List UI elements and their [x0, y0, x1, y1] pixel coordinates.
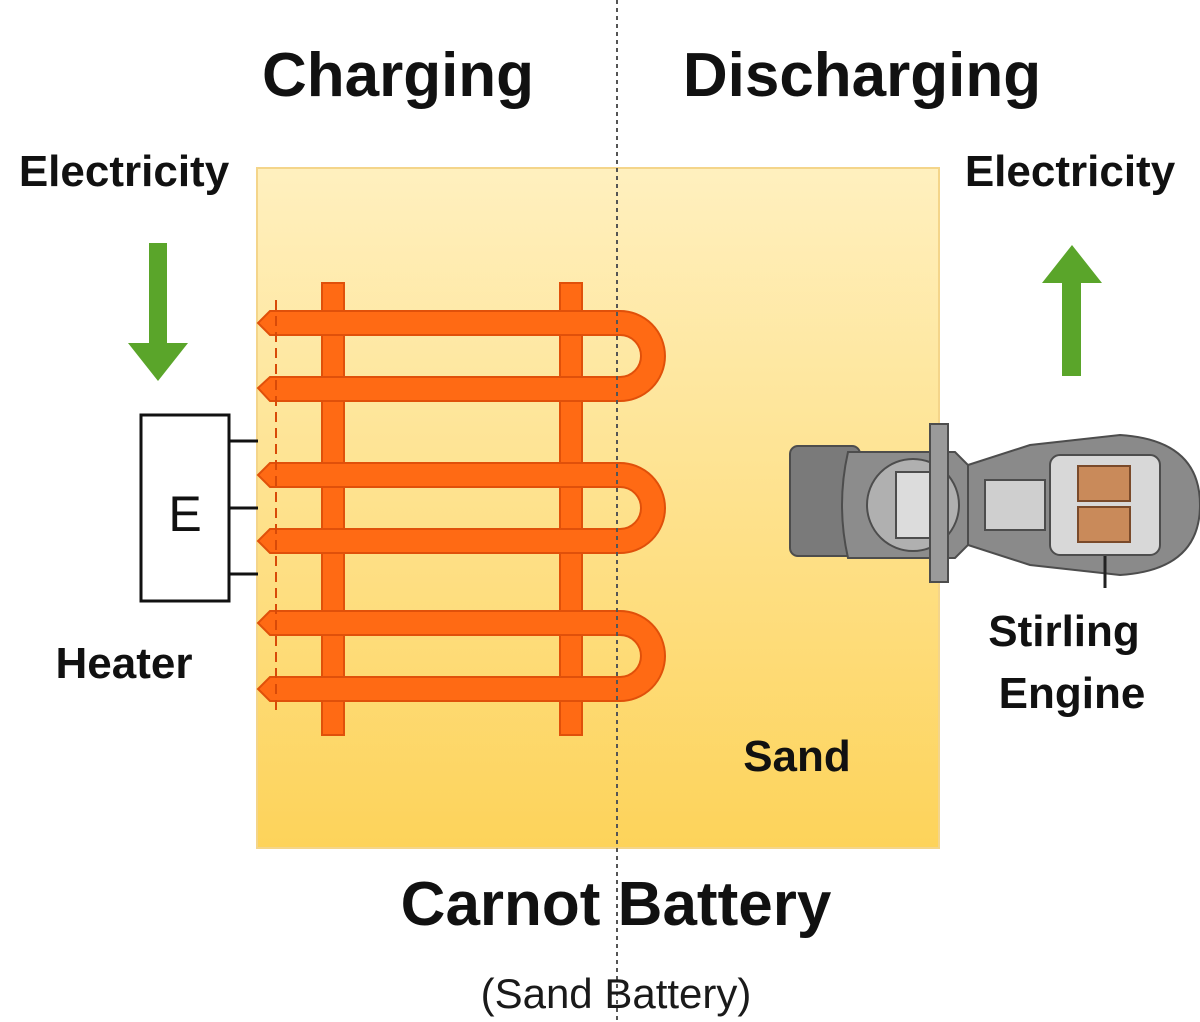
- heater-symbol: E: [168, 486, 201, 542]
- charging-label: Charging: [262, 41, 534, 110]
- heater-connectors: [229, 439, 258, 576]
- heater-label: Heater: [56, 639, 193, 688]
- arrow-up-icon: [1042, 245, 1102, 376]
- diagram-title: Carnot Battery: [401, 870, 832, 939]
- heater-box: [139, 413, 231, 603]
- pipe-loop-bottom: [256, 610, 666, 702]
- pipe-support-left: [321, 282, 345, 736]
- discharging-label: Discharging: [683, 41, 1041, 110]
- pipe-loop-middle: [256, 462, 666, 554]
- heating-pipes: [256, 282, 666, 736]
- electricity-in-label: Electricity: [19, 147, 230, 196]
- electricity-out-label: Electricity: [965, 147, 1176, 196]
- stirling-engine-icon: [789, 423, 1200, 588]
- pipe-loop-top: [256, 310, 666, 402]
- arrow-down-icon: [128, 243, 188, 381]
- stirling-engine-label-line2: Engine: [999, 669, 1146, 718]
- stirling-engine-label-line1: Stirling: [988, 607, 1140, 656]
- diagram-subtitle: (Sand Battery): [481, 970, 752, 1017]
- sand-label: Sand: [743, 732, 851, 781]
- pipe-support-right: [559, 282, 583, 736]
